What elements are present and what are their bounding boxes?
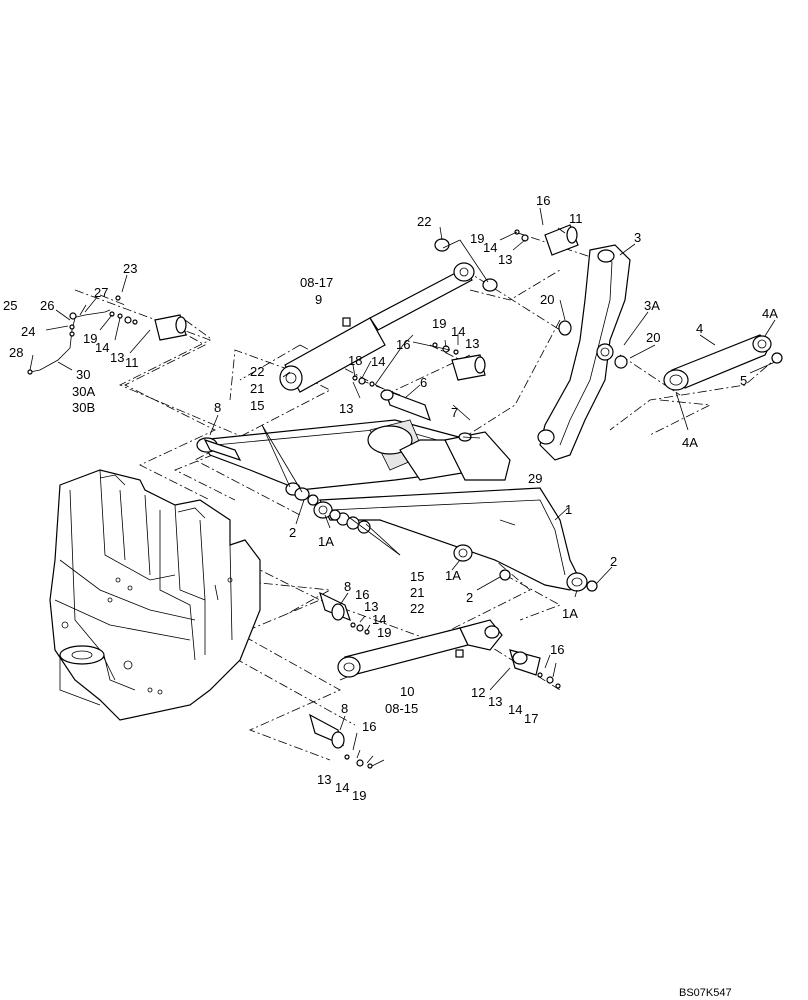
- label-10: 10: [400, 684, 414, 699]
- label-14: 14: [95, 340, 109, 355]
- label-6: 6: [420, 375, 427, 390]
- link: [663, 334, 783, 391]
- label-25: 25: [3, 298, 17, 313]
- label-19: 19: [432, 316, 446, 331]
- label-4a: 4A: [682, 435, 698, 450]
- label-16: 16: [550, 642, 564, 657]
- label-19: 19: [352, 788, 366, 803]
- label-14: 14: [372, 612, 386, 627]
- label-2: 2: [610, 554, 617, 569]
- drawing-code: BS07K547: [679, 987, 732, 999]
- label-22: 22: [417, 214, 431, 229]
- label-16: 16: [536, 193, 550, 208]
- label-15: 15: [410, 569, 424, 584]
- label-13: 13: [498, 252, 512, 267]
- label-30a: 30A: [72, 384, 95, 399]
- label-19: 19: [377, 625, 391, 640]
- label-08-17: 08-17: [300, 275, 333, 290]
- label-1: 1: [565, 502, 572, 517]
- label-7: 7: [451, 405, 458, 420]
- label-23: 23: [123, 261, 137, 276]
- label-16: 16: [355, 587, 369, 602]
- label-13: 13: [465, 336, 479, 351]
- label-30: 30: [76, 367, 90, 382]
- label-11: 11: [569, 211, 583, 226]
- label-13: 13: [317, 772, 331, 787]
- label-8: 8: [344, 579, 351, 594]
- label-16: 16: [362, 719, 376, 734]
- grease-line: [27, 309, 111, 375]
- label-18: 18: [348, 353, 362, 368]
- loader-arm: [196, 419, 588, 592]
- label-1a: 1A: [562, 606, 578, 621]
- label-28: 28: [9, 345, 23, 360]
- label-1a: 1A: [445, 568, 461, 583]
- label-13: 13: [488, 694, 502, 709]
- label-2: 2: [289, 525, 296, 540]
- label-22: 22: [410, 601, 424, 616]
- label-17: 17: [524, 711, 538, 726]
- label-9: 9: [315, 292, 322, 307]
- label-2: 2: [466, 590, 473, 605]
- label-4a: 4A: [762, 306, 778, 321]
- label-3: 3: [634, 230, 641, 245]
- label-13: 13: [110, 350, 124, 365]
- label-29: 29: [528, 471, 542, 486]
- label-30b: 30B: [72, 400, 95, 415]
- label-8: 8: [214, 400, 221, 415]
- leader-lines: [29, 207, 776, 767]
- label-26: 26: [40, 298, 54, 313]
- label-21: 21: [250, 381, 264, 396]
- label-19: 19: [83, 331, 97, 346]
- label-08-15: 08-15: [385, 701, 418, 716]
- label-3a: 3A: [644, 298, 660, 313]
- label-22: 22: [250, 364, 264, 379]
- label-14: 14: [371, 354, 385, 369]
- label-19: 19: [470, 231, 484, 246]
- label-13: 13: [339, 401, 353, 416]
- label-14: 14: [335, 780, 349, 795]
- label-20: 20: [540, 292, 554, 307]
- pins-and-hardware: [109, 224, 628, 769]
- cylinder-upper: [279, 238, 498, 393]
- label-27: 27: [94, 285, 108, 300]
- callout-labels: 1 1A 1A 1A 2 2 2 3 3A 4 4A 4A 5 6 7 8 8 …: [3, 193, 778, 803]
- label-11: 11: [125, 355, 139, 370]
- label-14: 14: [483, 240, 497, 255]
- label-20: 20: [646, 330, 660, 345]
- bellcrank: [537, 244, 631, 461]
- label-14: 14: [451, 324, 465, 339]
- label-1a: 1A: [318, 534, 334, 549]
- label-5: 5: [740, 373, 747, 388]
- main-frame: [49, 469, 261, 721]
- label-12: 12: [471, 685, 485, 700]
- label-21: 21: [410, 585, 424, 600]
- cylinder-lower: [337, 619, 503, 678]
- label-14: 14: [508, 702, 522, 717]
- label-13: 13: [364, 599, 378, 614]
- label-15: 15: [250, 398, 264, 413]
- label-24: 24: [21, 324, 35, 339]
- label-8: 8: [341, 701, 348, 716]
- label-16: 16: [396, 337, 410, 352]
- label-4: 4: [696, 321, 703, 336]
